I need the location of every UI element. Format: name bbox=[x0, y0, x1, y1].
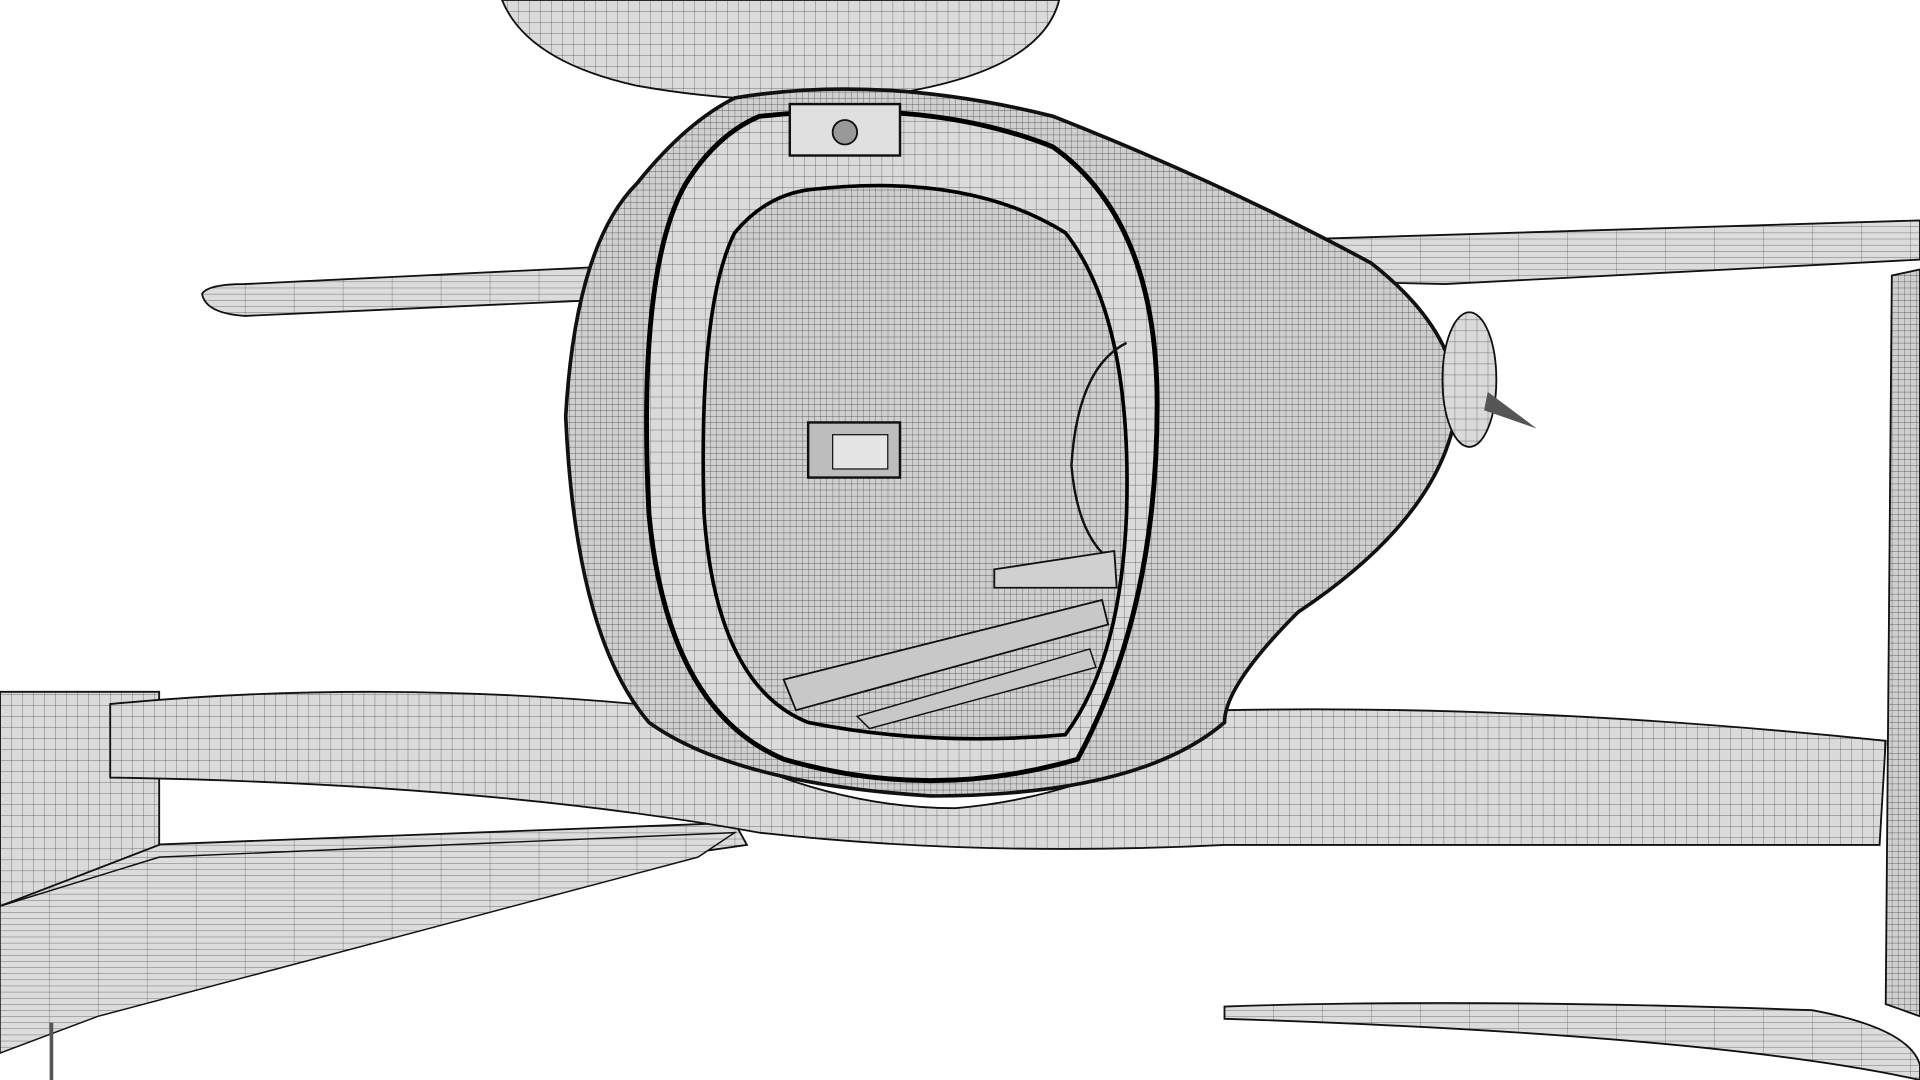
rotor-dome bbox=[501, 0, 1061, 101]
floor-rail bbox=[782, 598, 1110, 712]
nose-probe bbox=[1484, 391, 1537, 429]
nose-cap bbox=[1441, 311, 1498, 448]
left-wing bbox=[201, 265, 601, 317]
lower-fin bbox=[1223, 1002, 1920, 1080]
cavity-interior bbox=[701, 183, 1129, 741]
hinge-pin bbox=[831, 119, 859, 146]
right-wing bbox=[1314, 219, 1920, 286]
mount-slot bbox=[832, 434, 889, 470]
floor-rail-2 bbox=[855, 648, 1097, 730]
shelf bbox=[993, 549, 1118, 589]
left-boom-lower bbox=[0, 831, 738, 1054]
cavity-arch bbox=[1070, 341, 1128, 565]
right-strut bbox=[1884, 268, 1920, 1018]
